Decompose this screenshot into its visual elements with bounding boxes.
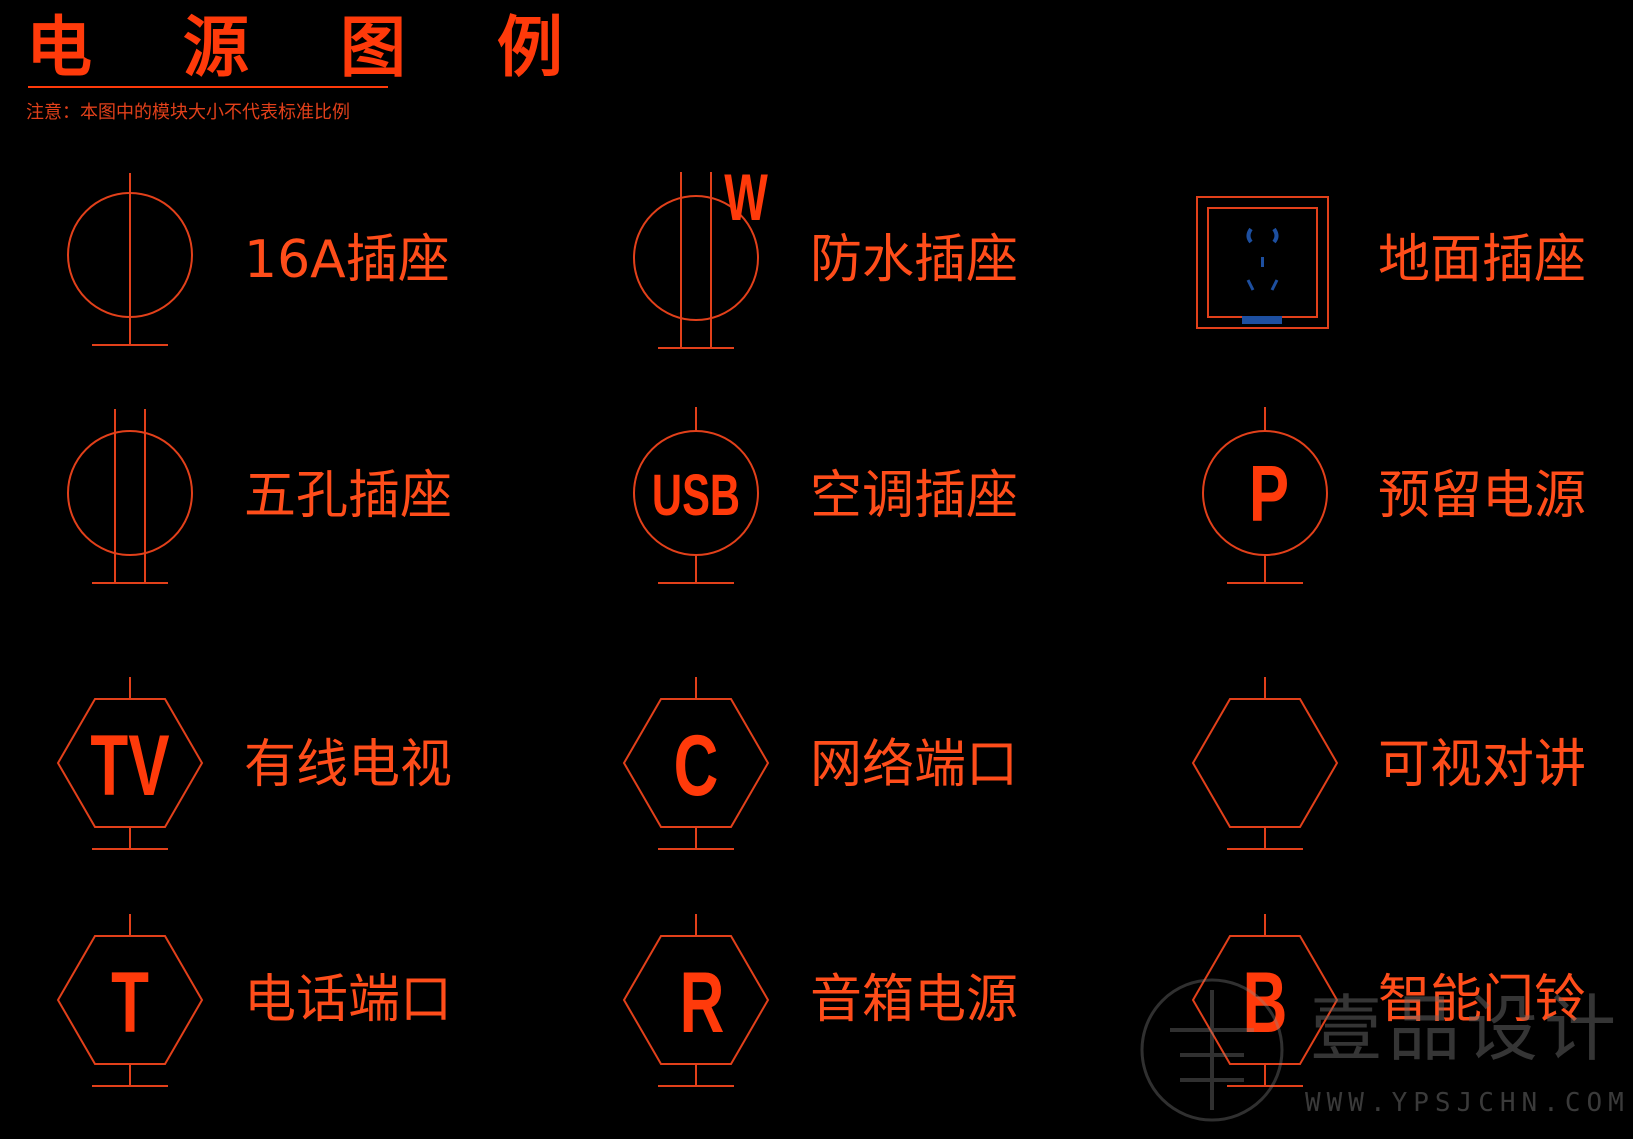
label-smart-doorbell: 智能门铃 — [1378, 970, 1587, 1030]
symbol-reserved-power: P — [1202, 407, 1328, 584]
label-ac-socket: 空调插座 — [810, 466, 1019, 526]
label-cable-tv: 有线电视 — [244, 735, 453, 795]
cable-tv-mark: TV — [90, 717, 169, 813]
label-floor-socket: 地面插座 — [1378, 230, 1587, 290]
ac-socket-mark: USB — [652, 462, 740, 527]
symbol-ac-socket: USB — [633, 407, 759, 584]
scale-note: 注意：本图中的模块大小不代表标准比例 — [26, 102, 350, 123]
watermark-logo-icon — [1140, 978, 1284, 1122]
phone-port-mark: T — [111, 954, 149, 1050]
label-phone-port: 电话端口 — [244, 970, 453, 1030]
reserved-power-mark: P — [1249, 449, 1289, 538]
symbol-speaker-power: R — [622, 914, 770, 1087]
label-16a-socket: 16A插座 — [244, 230, 450, 290]
watermark-url: WWW.YPSJCHN.COM — [1305, 1088, 1630, 1118]
symbol-phone-port: T — [56, 914, 204, 1087]
symbol-waterproof-socket: W — [633, 161, 768, 349]
label-waterproof-socket: 防水插座 — [810, 230, 1019, 290]
watermark-brand: 壹品设计 — [1310, 987, 1623, 1071]
network-port-mark: C — [674, 717, 719, 813]
title-underline — [28, 86, 388, 88]
page-title: 电 源 图 例 — [26, 9, 597, 86]
label-video-intercom: 可视对讲 — [1378, 735, 1587, 795]
symbol-network-port: C — [622, 677, 770, 850]
symbol-video-intercom — [1191, 677, 1339, 850]
label-five-hole-socket: 五孔插座 — [244, 466, 453, 526]
symbol-cable-tv: TV — [56, 677, 204, 850]
label-speaker-power: 音箱电源 — [810, 970, 1019, 1030]
smart-doorbell-mark: B — [1243, 954, 1288, 1050]
speaker-power-mark: R — [680, 954, 725, 1050]
symbol-16a-socket — [67, 173, 193, 346]
label-reserved-power: 预留电源 — [1378, 466, 1587, 526]
symbol-smart-doorbell: B — [1191, 914, 1339, 1087]
label-network-port: 网络端口 — [810, 735, 1019, 795]
symbol-five-hole-socket — [67, 409, 193, 584]
waterproof-mark: W — [724, 161, 768, 235]
symbol-floor-socket — [1196, 196, 1329, 329]
